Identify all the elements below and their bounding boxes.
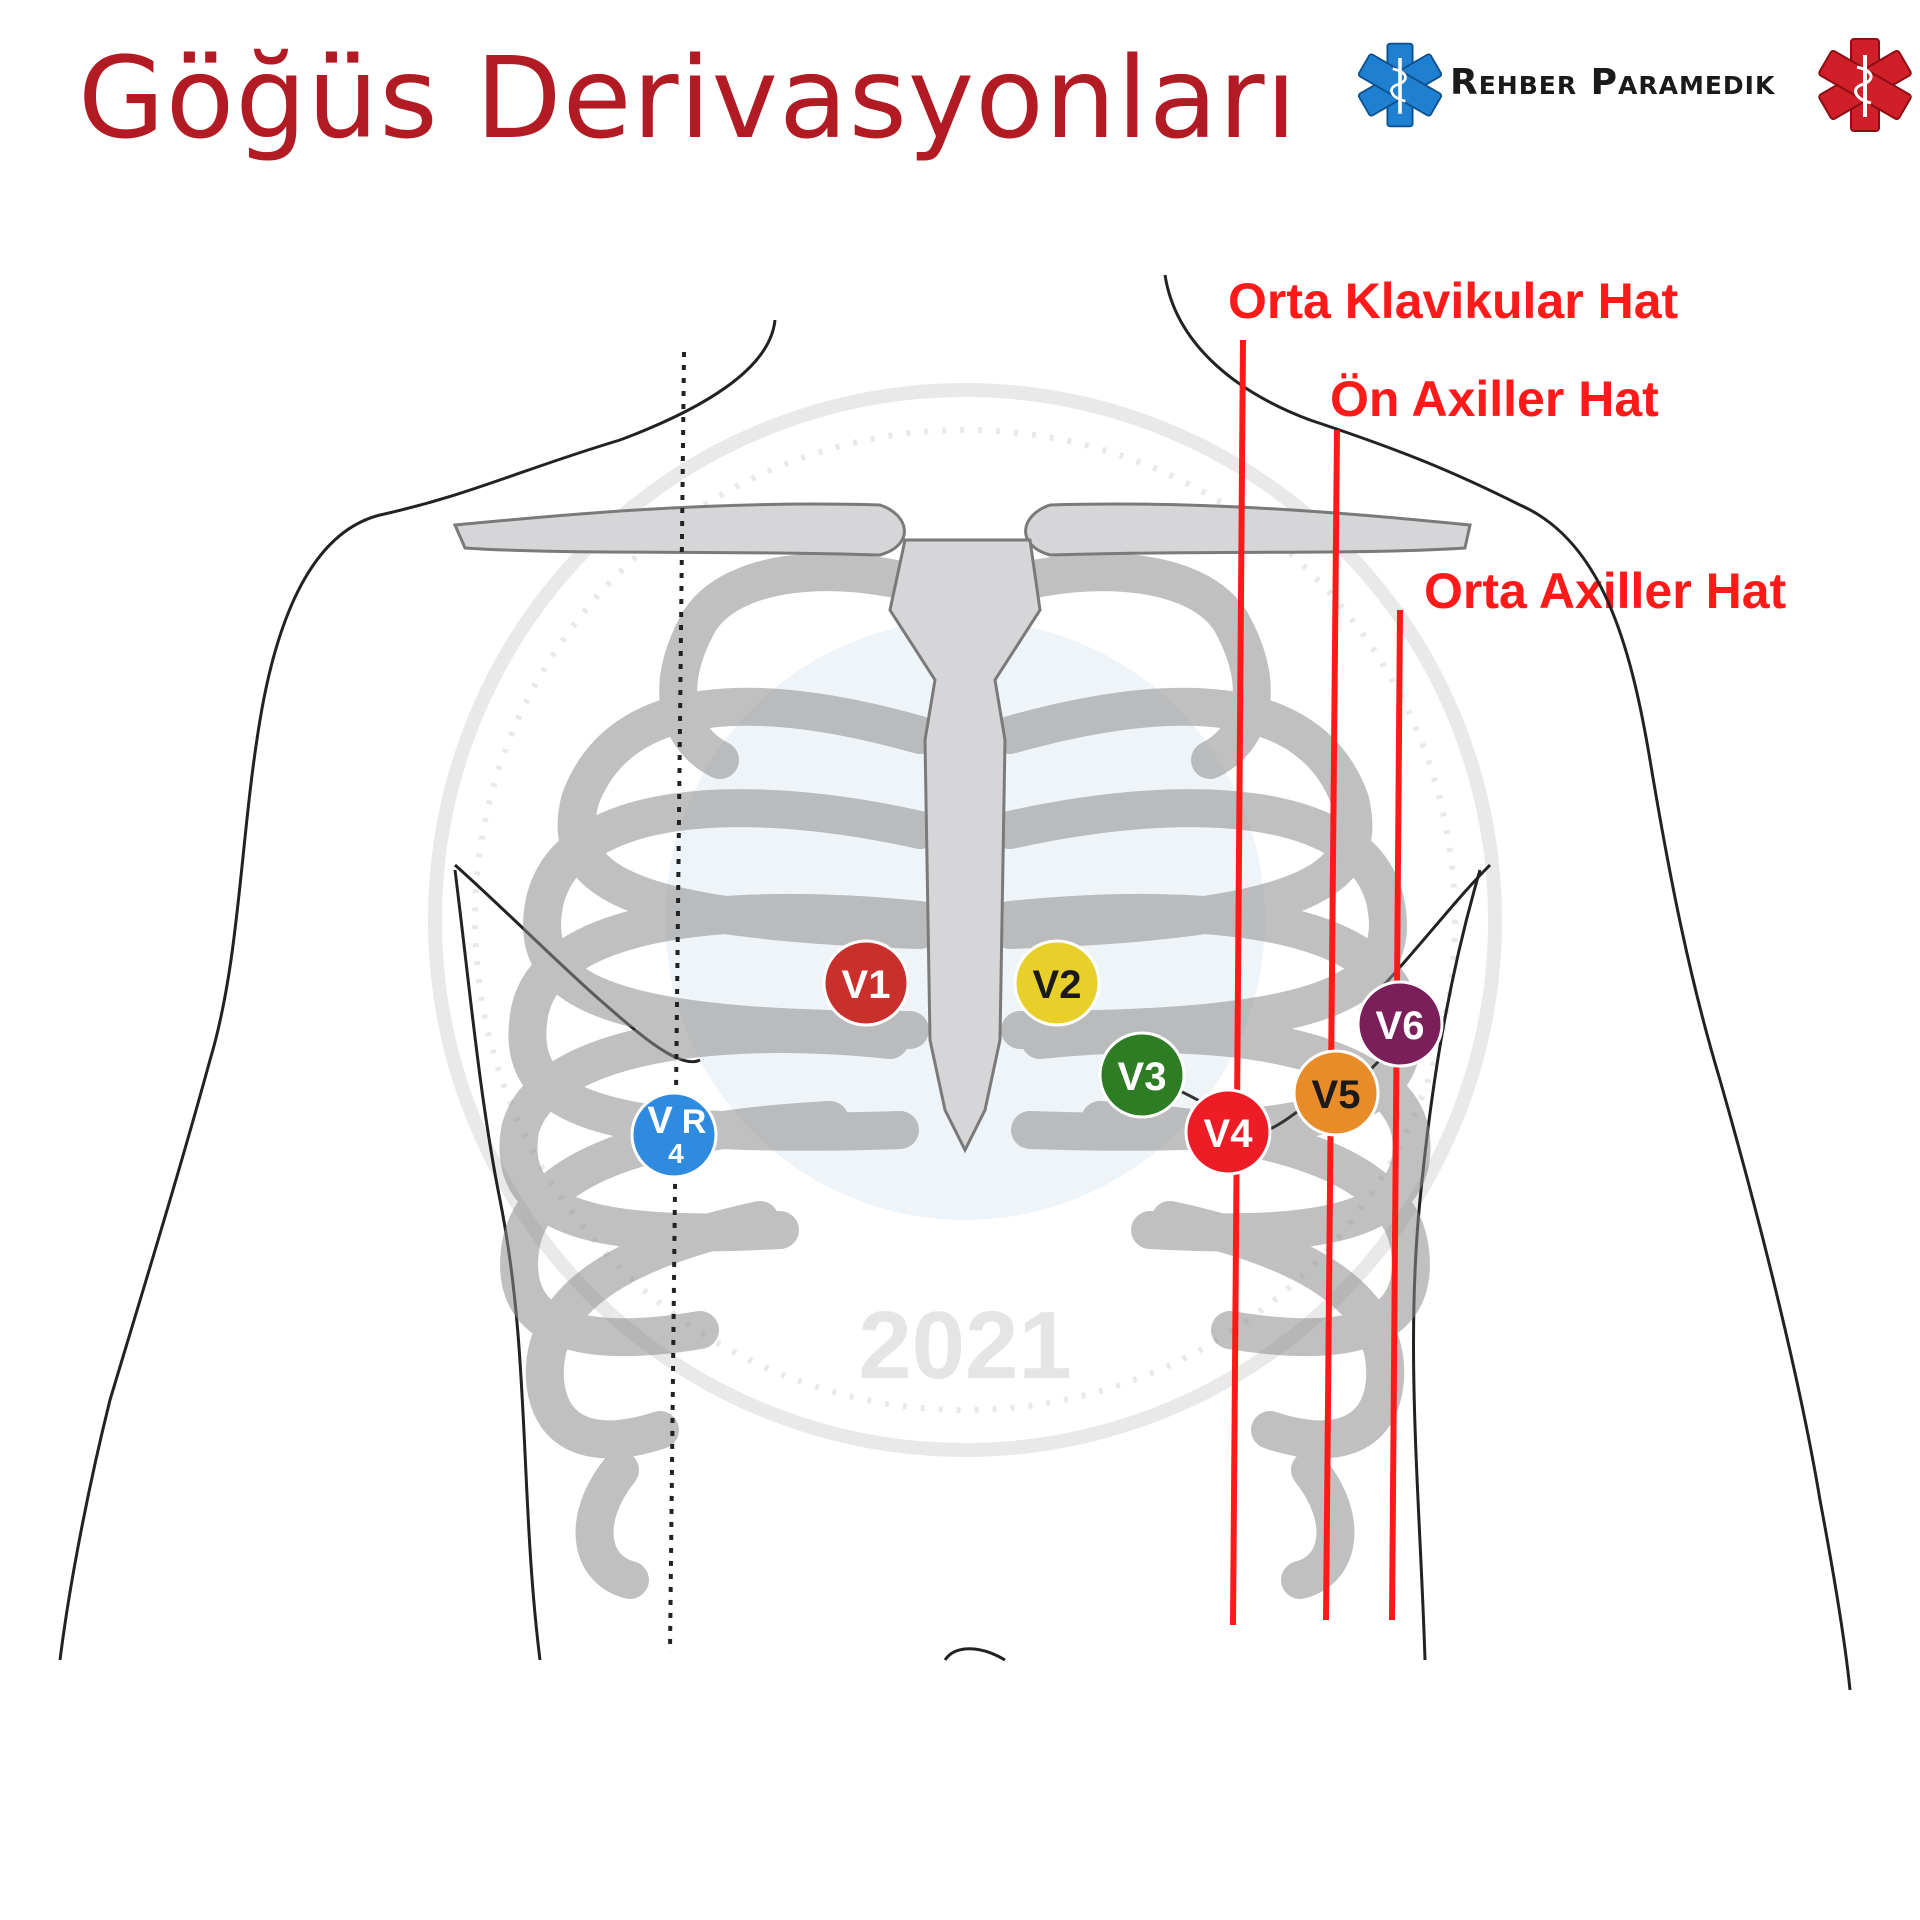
- watermark-year: 2021: [858, 1292, 1072, 1399]
- electrode-v4: V4: [1186, 1090, 1270, 1174]
- electrode-v4r: V4R: [632, 1093, 716, 1177]
- electrode-label: V1: [842, 963, 891, 1007]
- electrode-label: V4: [1204, 1112, 1254, 1156]
- electrode-label-main: V: [647, 1100, 673, 1142]
- electrode-label-subscript: 4: [668, 1138, 684, 1169]
- electrode-v5: V5: [1294, 1051, 1378, 1135]
- electrode-v2: V2: [1015, 941, 1099, 1025]
- electrode-label-suffix: R: [682, 1103, 707, 1141]
- electrode-label: V3: [1118, 1055, 1167, 1099]
- electrode-v3: V3: [1100, 1033, 1184, 1117]
- electrode-label: V5: [1312, 1073, 1361, 1117]
- electrode-v1: V1: [824, 941, 908, 1025]
- electrode-label: V6: [1376, 1004, 1425, 1048]
- electrode-label: V2: [1033, 963, 1082, 1007]
- electrode-v6: V6: [1358, 982, 1442, 1066]
- midaxillary-line: [1392, 610, 1400, 1620]
